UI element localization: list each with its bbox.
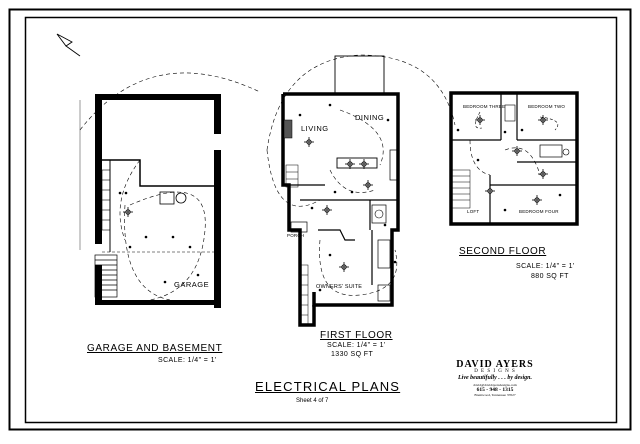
room-label-bedroom-four: BEDROOM FOUR [519, 209, 559, 214]
drawing-title: ELECTRICAL PLANS [255, 379, 401, 394]
room-label-dining: DINING [355, 113, 385, 122]
designer-phone: 615 - 948 - 1315 [476, 387, 514, 393]
plan-area-second-floor: 880 SQ FT [531, 273, 569, 280]
designer-tagline: Live beautifully . . . by design. [458, 375, 532, 381]
plan-scale-first-floor: SCALE: 1/4" = 1' [327, 342, 386, 349]
plan-scale-garage-basement: SCALE: 1/4" = 1' [158, 357, 217, 364]
designer-email: david@davidayersdesigns.com [473, 383, 517, 387]
sheet-border-outer [8, 8, 632, 431]
ceiling-fan-icon [303, 136, 315, 148]
plan-area-first-floor: 1330 SQ FT [331, 351, 374, 358]
north-arrow-icon [56, 33, 81, 57]
designer-location: Brentwood, Tennessee 37027 [474, 393, 516, 397]
room-label-porch: PORCH [287, 233, 305, 238]
plan-title-first-floor: FIRST FLOOR [320, 330, 393, 341]
designer-block: DAVID AYERS D E S I G N S Live beautiful… [445, 359, 545, 397]
designer-subtitle: D E S I G N S [474, 369, 516, 374]
room-label-owners-suite: OWNERS' SUITE [316, 284, 363, 290]
room-label-living: LIVING [301, 124, 329, 133]
plan-title-garage-basement: GARAGE AND BASEMENT [87, 343, 223, 354]
room-label-bedroom-three: BEDROOM THREE [463, 104, 506, 109]
plan-title-second-floor: SECOND FLOOR [459, 246, 547, 257]
room-label-garage: GARAGE [174, 280, 210, 289]
plan-scale-second-floor: SCALE: 1/4" = 1' [516, 263, 575, 270]
room-label-bedroom-two: BEDROOM TWO [528, 104, 566, 109]
sheet-border-inner [24, 16, 618, 424]
designer-name: DAVID AYERS [456, 359, 534, 370]
sheet-number: Sheet 4 of 7 [296, 398, 329, 404]
second-floor-plan [449, 91, 579, 226]
garage-basement-plan [79, 72, 261, 308]
first-floor-plan [266, 54, 456, 327]
room-label-loft: LOFT [467, 209, 480, 214]
